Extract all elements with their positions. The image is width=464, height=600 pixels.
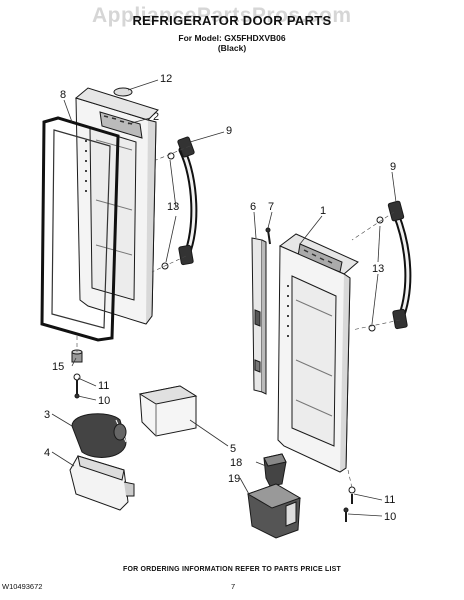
- callout-18: 18: [230, 457, 242, 469]
- page-number: 7: [231, 582, 236, 591]
- callout-1: 1: [320, 205, 326, 217]
- part-12-cap: [113, 87, 133, 97]
- callout-5: 5: [230, 443, 236, 455]
- callout-7: 7: [268, 201, 274, 213]
- callout-19: 19: [228, 473, 240, 485]
- watermark: AppliancePartsPros.com: [92, 4, 352, 27]
- callout-10-left: 10: [98, 395, 110, 407]
- callout-6: 6: [250, 201, 256, 213]
- right-door-assembly: [277, 233, 359, 473]
- left-hinge-parts: [71, 349, 83, 399]
- part-5: [138, 385, 198, 437]
- callout-3: 3: [44, 409, 50, 421]
- doc-number: W10493672: [2, 582, 43, 591]
- part-3: [71, 413, 127, 458]
- left-door-assembly: [40, 87, 159, 342]
- model-line: For Model: GX5FHDXVB06: [178, 33, 286, 43]
- assembly-guide-lines: [76, 145, 401, 489]
- callout-4: 4: [44, 447, 50, 459]
- callout-15: 15: [52, 361, 64, 373]
- callout-13-right: 13: [372, 263, 384, 275]
- callout-13-left: 13: [167, 201, 179, 213]
- leader-lines: [51, 79, 397, 517]
- part-19: [246, 483, 302, 539]
- callout-8: 8: [60, 89, 66, 101]
- callout-11-right: 11: [384, 494, 395, 506]
- callout-12: 12: [160, 73, 172, 85]
- left-handle: [161, 136, 198, 270]
- callout-9-right: 9: [390, 161, 396, 173]
- ordering-note: FOR ORDERING INFORMATION REFER TO PARTS …: [122, 566, 342, 573]
- callout-10-right: 10: [384, 511, 396, 523]
- part-7-screw: [265, 227, 271, 245]
- color-line: (Black): [217, 43, 247, 53]
- callout-2: 2: [153, 111, 159, 123]
- part-6-trim: [251, 237, 267, 395]
- part-18: [263, 453, 287, 487]
- callout-11-left: 11: [98, 380, 109, 392]
- part-4: [69, 455, 135, 511]
- callout-9-left: 9: [226, 125, 232, 137]
- callout-numbers: 12 2 8 9 13 15 11 10 3 4 5 6 7 1 9 13 18…: [44, 73, 396, 523]
- right-handle: [368, 200, 412, 332]
- right-hinge-parts: [343, 486, 356, 522]
- page-title: REFRIGERATOR DOOR PARTS: [132, 13, 332, 28]
